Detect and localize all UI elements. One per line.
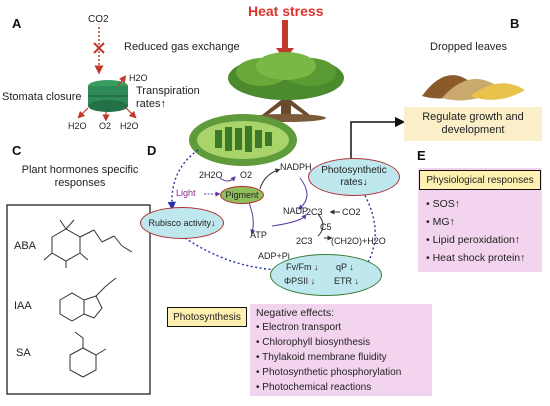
panel-letter-e: E <box>417 148 426 163</box>
h2o-out-arrow <box>117 75 127 87</box>
c3b-label: 2C3 <box>296 236 313 246</box>
phi-psii-label: ΦPSII ↓ <box>284 276 316 286</box>
atp-arrow <box>247 199 256 235</box>
photosynthetic-rates-label: Photosynthetic rates↓ <box>321 165 387 188</box>
adp-label: ADP+Pi <box>258 251 290 261</box>
hormone-sa-label: SA <box>16 347 31 359</box>
dropped-leaves-icon <box>422 75 525 101</box>
negative-effect-item: • Photochemical reactions <box>256 382 372 393</box>
nadph-label: NADPH <box>280 162 312 172</box>
physiological-item: • Heat shock protein↑ <box>426 252 526 264</box>
co2-label: CO2 <box>88 14 109 25</box>
reduced-gas-exchange-label: Reduced gas exchange <box>124 41 240 53</box>
photosynthetic-rates-ellipse: Photosynthetic rates↓ <box>308 158 400 196</box>
nadph-cycle-arrow <box>298 177 308 210</box>
negative-effects-list: • Electron transport • Chlorophyll biosy… <box>256 320 426 395</box>
sa-structure-icon <box>69 331 107 378</box>
co2-calvin-label: CO2 <box>342 207 361 217</box>
negative-effects-title: Negative effects: <box>256 307 335 319</box>
c5-label: C5 <box>320 222 332 232</box>
fluorescence-ellipse <box>270 254 382 296</box>
physiological-responses-list: • SOS↑ • MG↑ • Lipid peroxidation↑ • Hea… <box>426 195 525 267</box>
physiological-item: • MG↑ <box>426 216 455 228</box>
oxygen-label: O2 <box>240 170 253 180</box>
h2o-right-arrow <box>125 107 137 119</box>
hormone-iaa-label: IAA <box>14 300 32 312</box>
atp-use-arrow <box>271 214 307 227</box>
nadp-label: NADP <box>283 206 309 216</box>
regulate-growth-box: Regulate growth and development <box>404 107 542 141</box>
ch2o-label: (CH2O)+H2O <box>331 236 386 246</box>
panel-letter-c: C <box>12 143 22 158</box>
negative-effect-item: • Thylakoid membrane fluidity <box>256 352 387 363</box>
water-label: 2H2O <box>199 170 223 180</box>
plant-hormones-title: Plant hormones specific responses <box>21 164 139 189</box>
dropped-leaves-label: Dropped leaves <box>430 41 508 53</box>
regulate-growth-label: Regulate growth and development <box>422 111 524 136</box>
pigment-ellipse: Pigment <box>220 186 264 204</box>
chloroplast-icon <box>189 114 297 166</box>
blocked-x-icon <box>93 42 105 54</box>
rubisco-activity-label: Rubisco activity↓ <box>148 218 216 228</box>
hormone-aba-label: ABA <box>14 240 37 252</box>
panel-letter-a: A <box>12 16 22 31</box>
tree-illustration <box>228 52 344 122</box>
fluorescence-to-rates-arrow <box>359 186 376 263</box>
h2o-top-label: H2O <box>129 73 148 83</box>
negative-effects-box: Negative effects: • Electron transport •… <box>250 304 432 396</box>
transpiration-label: Transpiration rates↑ <box>136 85 200 110</box>
physiological-responses-title: Physiological responses <box>426 174 534 186</box>
nadph-arrow <box>259 168 281 190</box>
fvfm-label: Fv/Fm ↓ <box>286 262 319 272</box>
h2o-left-arrow <box>77 107 89 119</box>
regulate-arrow <box>350 116 406 160</box>
calvin-cycle-arrow <box>317 213 324 237</box>
stomata-closure-label: Stomata closure <box>2 91 82 103</box>
h2o-right-label: H2O <box>120 121 139 131</box>
panel-letter-d: D <box>147 143 157 158</box>
chloroplast-to-rubisco-arrow <box>167 149 199 211</box>
qp-label: qP ↓ <box>336 262 354 272</box>
negative-effect-item: • Photosynthetic phosphorylation <box>256 367 402 378</box>
rubisco-to-fluorescence-arrow <box>184 237 285 275</box>
o2-label: O2 <box>99 121 112 131</box>
etr-label: ETR ↓ <box>334 276 360 286</box>
rubisco-activity-ellipse: Rubisco activity↓ <box>140 207 224 239</box>
water-split-arrow <box>219 176 236 182</box>
heat-stress-title: Heat stress <box>248 3 324 19</box>
panel-letter-b: B <box>510 16 520 31</box>
physiological-responses-title-box: Physiological responses <box>419 170 541 190</box>
iaa-structure-icon <box>59 277 117 322</box>
aba-structure-icon <box>43 219 133 268</box>
negative-effect-item: • Chlorophyll biosynthesis <box>256 337 371 348</box>
c3-label: 2C3 <box>306 207 323 217</box>
pigment-label: Pigment <box>225 190 259 200</box>
stomata-icon <box>88 80 128 112</box>
physiological-item: • SOS↑ <box>426 198 461 210</box>
h2o-left-label: H2O <box>68 121 87 131</box>
photosynthesis-tag: Photosynthesis <box>167 307 247 327</box>
photosynthesis-label: Photosynthesis <box>173 311 241 323</box>
physiological-item: • Lipid peroxidation↑ <box>426 234 521 246</box>
atp-label: ATP <box>250 230 267 240</box>
negative-effect-item: • Electron transport <box>256 322 342 333</box>
light-label: Light <box>176 188 196 198</box>
